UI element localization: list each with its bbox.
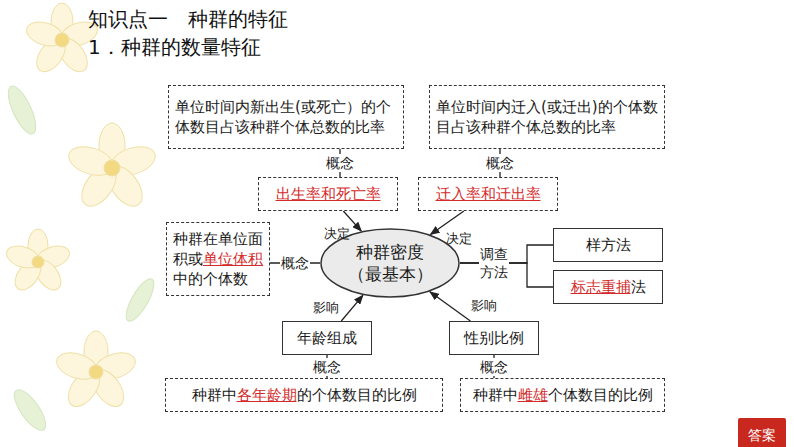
concept-box: 年龄组成 xyxy=(282,321,372,355)
node-text-wrap: 答案 xyxy=(742,421,782,447)
sub-heading: 1．种群的数量特征 xyxy=(88,34,261,60)
node-text: 中的个体数 xyxy=(173,270,248,288)
node-text-wrap: 出生率和死亡率 xyxy=(270,180,387,208)
connector-line xyxy=(341,295,363,321)
node-text: 个体数目的比例 xyxy=(548,386,653,404)
section-heading: 知识点一 种群的特征 xyxy=(88,6,288,32)
node-text: 种群密度 xyxy=(348,241,433,263)
answer-button: 答案 xyxy=(738,418,786,447)
edge-label: 影响 xyxy=(470,297,498,315)
node-text-wrap: 种群在单位面积或单位体积中的个体数 xyxy=(167,225,269,293)
node-text-wrap: 迁入率和迁出率 xyxy=(430,180,547,208)
node-text: （最基本） xyxy=(348,263,433,285)
node-text: 种群中 xyxy=(473,386,518,404)
node-text-wrap: 年龄组成 xyxy=(291,324,363,352)
answer-text: 各年龄期 xyxy=(237,386,297,404)
node-text: 性别比例 xyxy=(464,329,524,347)
node-text: 年龄组成 xyxy=(297,329,357,347)
node-text-wrap: 标志重捕法 xyxy=(565,273,652,301)
answer-text: 雌雄 xyxy=(518,386,548,404)
concept-box: 迁入率和迁出率 xyxy=(418,177,558,211)
connector-line xyxy=(430,292,471,321)
edge-label: 概念 xyxy=(485,154,515,172)
definition-box: 单位时间内新出生(或死亡）的个体数目占该种群个体总数的比率 xyxy=(168,85,404,149)
edge-label: 影响 xyxy=(312,299,340,317)
node-text: 答案 xyxy=(748,427,776,443)
edge-label: 决定 xyxy=(323,225,351,243)
answer-text: 迁入率和迁出率 xyxy=(436,185,541,203)
leaf xyxy=(3,83,159,435)
concept-box: 性别比例 xyxy=(449,321,539,355)
edge-label: 决定 xyxy=(445,230,473,248)
answer-text: 出生率和死亡率 xyxy=(276,185,381,203)
flower xyxy=(4,3,159,412)
edge-label: 调查方法 xyxy=(479,245,509,281)
definition-box: 种群中雌雄个体数目的比例 xyxy=(460,378,665,412)
node-text-wrap: 种群中各年龄期的个体数目的比例 xyxy=(186,381,423,409)
method-box: 样方法 xyxy=(553,228,663,262)
node-text-wrap: 单位时间内新出生(或死亡）的个体数目占该种群个体总数的比率 xyxy=(169,93,403,141)
definition-box: 单位时间内迁入(或迁出)的个体数目占该种群个体总数的比率 xyxy=(429,85,665,149)
node-text: 单位时间内迁入(或迁出)的个体数目占该种群个体总数的比率 xyxy=(436,98,658,136)
answer-text: 单位体积 xyxy=(203,250,263,268)
method-box: 标志重捕法 xyxy=(553,270,663,304)
definition-box: 种群中各年龄期的个体数目的比例 xyxy=(165,378,443,412)
node-text: 的个体数目的比例 xyxy=(297,386,417,404)
node-text-wrap: 样方法 xyxy=(580,231,637,259)
edge-label: 概念 xyxy=(312,358,342,376)
node-text-wrap: 单位时间内迁入(或迁出)的个体数目占该种群个体总数的比率 xyxy=(430,93,664,141)
edge-label: 概念 xyxy=(479,358,509,376)
answer-text: 标志重捕 xyxy=(571,278,631,296)
node-text-wrap: 种群密度（最基本） xyxy=(342,237,439,289)
definition-box: 种群在单位面积或单位体积中的个体数 xyxy=(166,222,270,296)
node-text: 单位时间内新出生(或死亡）的个体数目占该种群个体总数的比率 xyxy=(175,98,391,136)
edge-label: 概念 xyxy=(325,154,355,172)
edge-label: 概念 xyxy=(280,254,310,272)
node-text-wrap: 性别比例 xyxy=(458,324,530,352)
node-text-wrap: 种群中雌雄个体数目的比例 xyxy=(467,381,659,409)
concept-box: 出生率和死亡率 xyxy=(258,177,398,211)
node-text: 样方法 xyxy=(586,236,631,254)
node-text: 种群中 xyxy=(192,386,237,404)
node-text: 法 xyxy=(631,278,646,296)
